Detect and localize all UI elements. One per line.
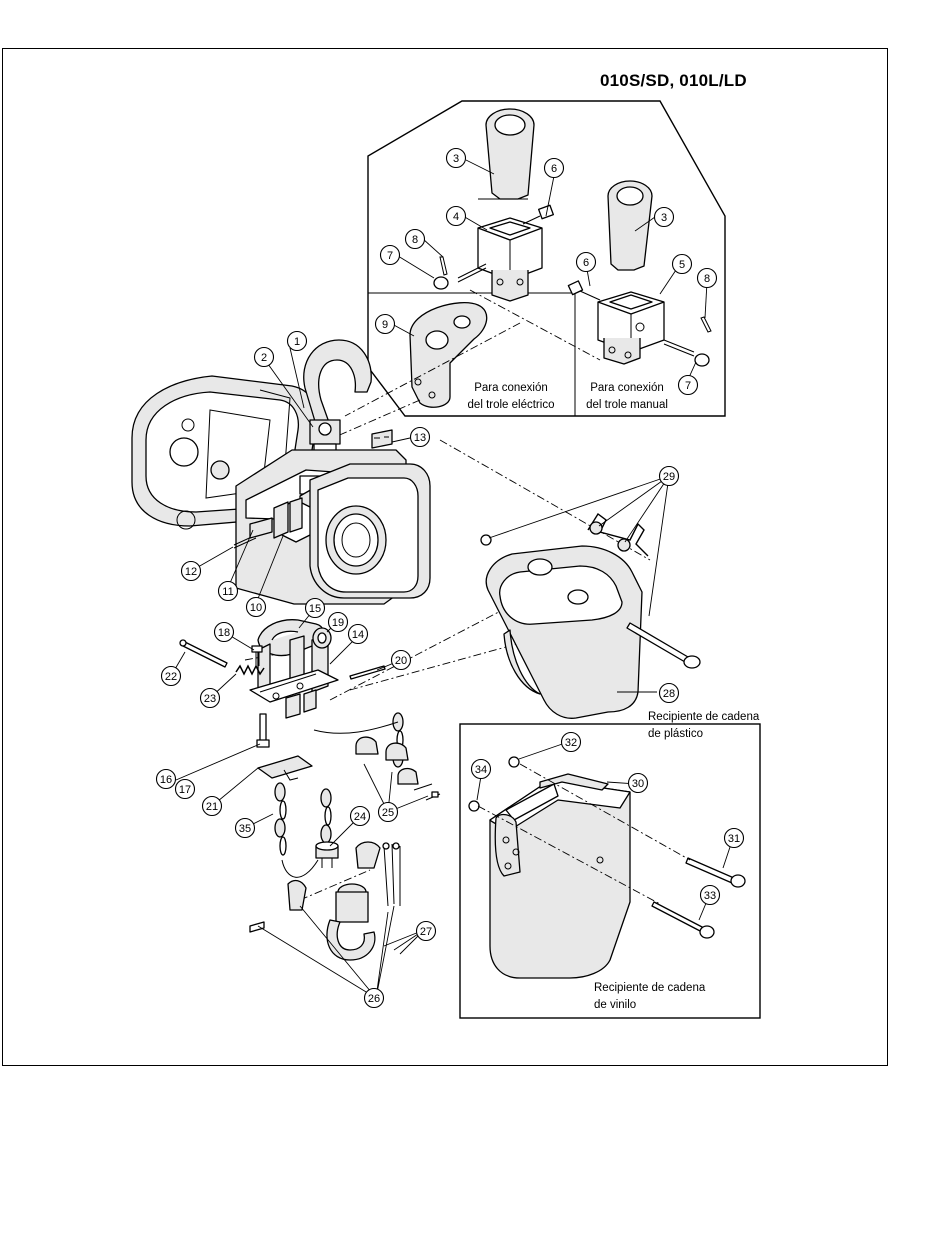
- callout-number: 31: [728, 833, 740, 845]
- part-4-adapter: [478, 218, 542, 301]
- part-31-bolt: [686, 858, 745, 887]
- callout-number: 17: [179, 784, 191, 796]
- callout-number: 21: [206, 801, 218, 813]
- callout-number: 9: [382, 319, 388, 331]
- callout-number: 7: [387, 250, 393, 262]
- callout-number: 16: [160, 774, 172, 786]
- callout-number: 3: [661, 212, 667, 224]
- callout-number: 27: [420, 926, 432, 938]
- callout-number: 8: [412, 234, 418, 246]
- callout-number: 20: [395, 655, 407, 667]
- callout-number: 4: [453, 211, 459, 223]
- callout-number: 7: [685, 380, 691, 392]
- part-8-cotter-pin-lower: [701, 317, 711, 332]
- part-7-nut-lower: [664, 340, 709, 366]
- callout-number: 25: [382, 807, 394, 819]
- callout-number: 35: [239, 823, 251, 835]
- part-3-top-link-left: [478, 109, 534, 199]
- callout-number: 11: [222, 586, 233, 598]
- part-3-top-link-right: [608, 181, 652, 270]
- callout-number: 28: [663, 688, 675, 700]
- callout-number: 34: [475, 764, 487, 776]
- motor-frame: [310, 464, 430, 598]
- part-6-bolt-lower: [568, 281, 600, 300]
- callout-number: 33: [704, 890, 716, 902]
- caption-vinyl-container: Recipiente de cadenade vinilo: [594, 980, 705, 1014]
- part-21-chain-stopper: [258, 756, 312, 780]
- callout-number: 13: [414, 432, 426, 444]
- part-1-top-hook: [304, 340, 371, 454]
- part-32-nut: [509, 757, 519, 767]
- part-24-chain-stopper-assembly: [316, 789, 338, 868]
- callout-number: 15: [309, 603, 321, 615]
- part-5-adapter: [598, 292, 664, 364]
- callout-number: 19: [332, 617, 344, 629]
- callout-number: 6: [583, 257, 589, 269]
- callout-number: 24: [354, 811, 366, 823]
- part-35-chain: [275, 783, 318, 877]
- callout-number: 32: [565, 737, 577, 749]
- callout-number: 3: [453, 153, 459, 165]
- part-6-bolt-upper: [523, 205, 553, 224]
- part-28-plastic-container: [486, 546, 642, 718]
- callout-number: 6: [551, 163, 557, 175]
- part-25-stopper-halves: [356, 737, 440, 800]
- part-34-nut: [469, 801, 479, 811]
- callout-number: 30: [632, 778, 644, 790]
- container-nut: [481, 535, 491, 545]
- callout-number: 2: [261, 352, 267, 364]
- callout-number: 5: [679, 259, 685, 271]
- part-16-bolt: [257, 714, 269, 747]
- callout-number: 8: [704, 273, 710, 285]
- part-8-cotter-pin-upper: [440, 257, 447, 275]
- callout-number: 18: [218, 627, 230, 639]
- callout-number: 22: [165, 671, 177, 683]
- callout-number: 14: [352, 629, 364, 641]
- caption-electric-trolley: Para conexióndel trole eléctrico: [452, 380, 570, 414]
- callout-number: 26: [368, 993, 380, 1005]
- part-27-bottom-hook: [327, 842, 380, 960]
- part-30-vinyl-container: [490, 774, 630, 978]
- part-20-pin: [350, 666, 385, 679]
- part-7-nut-upper: [434, 264, 486, 289]
- part-13-plate: [372, 430, 392, 448]
- part-22-long-shaft: [180, 640, 227, 667]
- callout-number: 12: [185, 566, 197, 578]
- callout-number: 1: [294, 336, 300, 348]
- callout-number: 29: [663, 471, 675, 483]
- callout-number: 23: [204, 693, 216, 705]
- callout-number: 10: [250, 602, 262, 614]
